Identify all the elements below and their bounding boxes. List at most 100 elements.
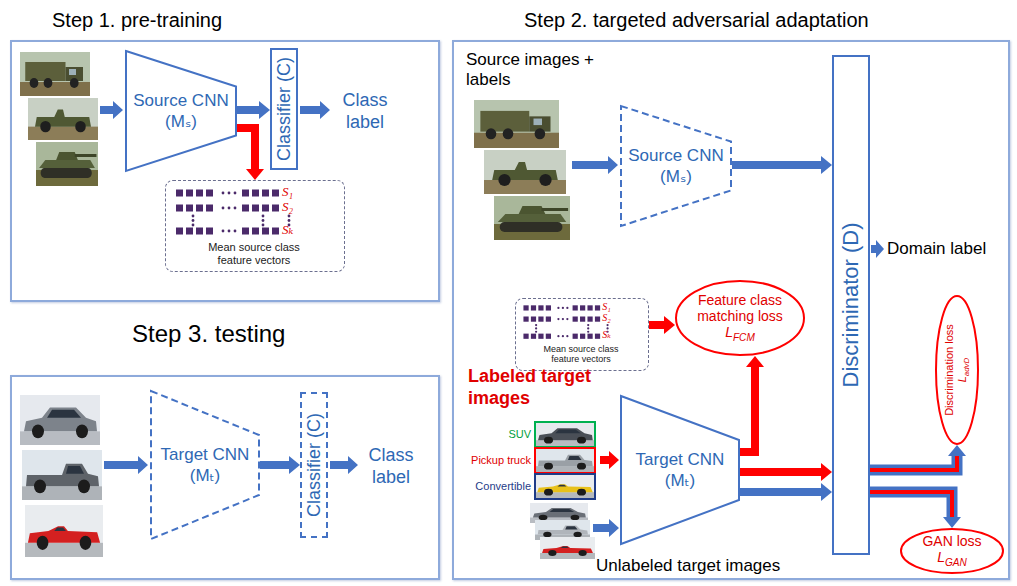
label-wrap: Pickup truck	[471, 454, 531, 467]
feature-square	[587, 334, 592, 339]
connector-head	[943, 517, 961, 528]
feature-square	[538, 316, 543, 321]
feature-square	[546, 316, 551, 321]
feature-square	[186, 228, 193, 235]
feature-square	[531, 305, 536, 310]
feature-square	[242, 205, 249, 212]
feature-square	[272, 205, 279, 212]
ellipsis-dot	[557, 335, 559, 337]
trapezoid-outline	[126, 51, 236, 171]
feature-square	[523, 316, 528, 321]
connector	[740, 483, 832, 501]
connector	[740, 463, 832, 481]
label-text: Convertible	[475, 480, 531, 492]
ellipsis-dot	[262, 219, 265, 222]
vector-label: Sₖ	[602, 329, 611, 340]
connector	[237, 101, 270, 119]
vector-label-wrap: Sₖ	[282, 223, 293, 236]
feature-square	[252, 205, 259, 212]
connector-head	[746, 356, 764, 367]
feature-square	[538, 305, 543, 310]
connector-shaft	[237, 128, 255, 170]
ellipsis-dot	[288, 219, 291, 222]
tank-photo	[494, 196, 570, 240]
feature-square	[176, 190, 183, 197]
panel-heading: Step 2. targeted adversarial adaptation	[524, 8, 869, 32]
connector-shaft	[649, 321, 665, 329]
feature-square	[573, 305, 578, 310]
feature-square	[252, 228, 259, 235]
step-panel: Step 2. targeted adversarial adaptationS…	[452, 40, 1010, 580]
connector-shaft	[740, 468, 822, 476]
feature-square	[272, 228, 279, 235]
feature-vector-box: S₁S₂SₖMean source class feature vectors	[515, 298, 649, 371]
ellipse-outline	[676, 281, 804, 355]
military-jeep-photo	[28, 98, 98, 140]
ellipsis-dot	[192, 215, 195, 218]
feature-square	[252, 190, 259, 197]
cnn-trapezoid: Source CNN (Mₛ)	[620, 105, 732, 227]
feature-square	[531, 316, 536, 321]
loss-symbol: L	[956, 376, 968, 382]
connector	[260, 456, 300, 474]
ellipsis-dot	[222, 230, 225, 233]
caption-wrap: Mean source class feature vectors	[199, 241, 309, 267]
cnn-trapezoid: Source CNN (Mₛ)	[125, 50, 237, 172]
vector-label: S₁	[282, 184, 293, 199]
military-truck-photo	[20, 52, 90, 96]
trapezoid-outline	[151, 391, 259, 539]
vector-label: S₂	[282, 199, 293, 214]
flow-arrow	[300, 101, 330, 119]
shape-outline	[150, 390, 260, 540]
feature-square	[580, 334, 585, 339]
feature-square	[186, 190, 193, 197]
connector-head	[821, 483, 832, 501]
flow-arrow	[104, 456, 148, 474]
connector-head	[948, 445, 966, 456]
ellipsis-dot	[562, 307, 564, 309]
connector-head	[821, 463, 832, 481]
cnn-name: Source CNN (Mₛ)	[133, 91, 228, 131]
feature-square	[206, 228, 213, 235]
convertible-photo	[535, 474, 595, 499]
connector	[649, 316, 675, 334]
cnn-name: Target CNN (Mₜ)	[636, 450, 725, 490]
feature-square	[580, 316, 585, 321]
feature-square	[262, 205, 269, 212]
flow-arrow	[572, 156, 618, 174]
cnn-trapezoid: Target CNN (Mₜ)	[620, 395, 740, 545]
vector-label-wrap: Sₖ	[602, 330, 611, 340]
flow-arrow	[330, 456, 358, 474]
feature-square	[186, 205, 193, 212]
ellipsis-dot	[587, 324, 589, 326]
connector-shaft	[260, 461, 290, 469]
loss-ellipse: GAN lossLGAN	[900, 528, 1004, 574]
ellipsis-dot	[562, 335, 564, 337]
ellipsis-dot	[222, 192, 225, 195]
connector	[732, 156, 832, 174]
photo-frame	[535, 474, 595, 499]
connector-shaft	[870, 492, 952, 518]
ellipsis-dot	[228, 230, 231, 233]
feature-square	[523, 305, 528, 310]
feature-squares	[166, 181, 346, 241]
classifier-box: Classifier (C)	[270, 48, 298, 170]
feature-square	[176, 205, 183, 212]
ellipsis-dot	[562, 318, 564, 320]
ellipsis-dot	[228, 207, 231, 210]
car-photo	[22, 450, 102, 500]
loss-symbol-line: LFCM	[690, 324, 790, 343]
shape-outline	[620, 395, 740, 545]
feature-square	[242, 228, 249, 235]
loss-symbol-line: LGAN	[912, 549, 992, 568]
loss-subscript: advD	[962, 358, 971, 376]
feature-square	[546, 305, 551, 310]
vector-label-wrap: S₁	[282, 185, 293, 198]
ellipsis-dot	[535, 324, 537, 326]
ellipsis-dot	[234, 207, 237, 210]
ellipse-outline	[901, 529, 1003, 573]
loss-subscript: GAN	[945, 557, 967, 568]
loss-symbol: L	[937, 549, 945, 565]
